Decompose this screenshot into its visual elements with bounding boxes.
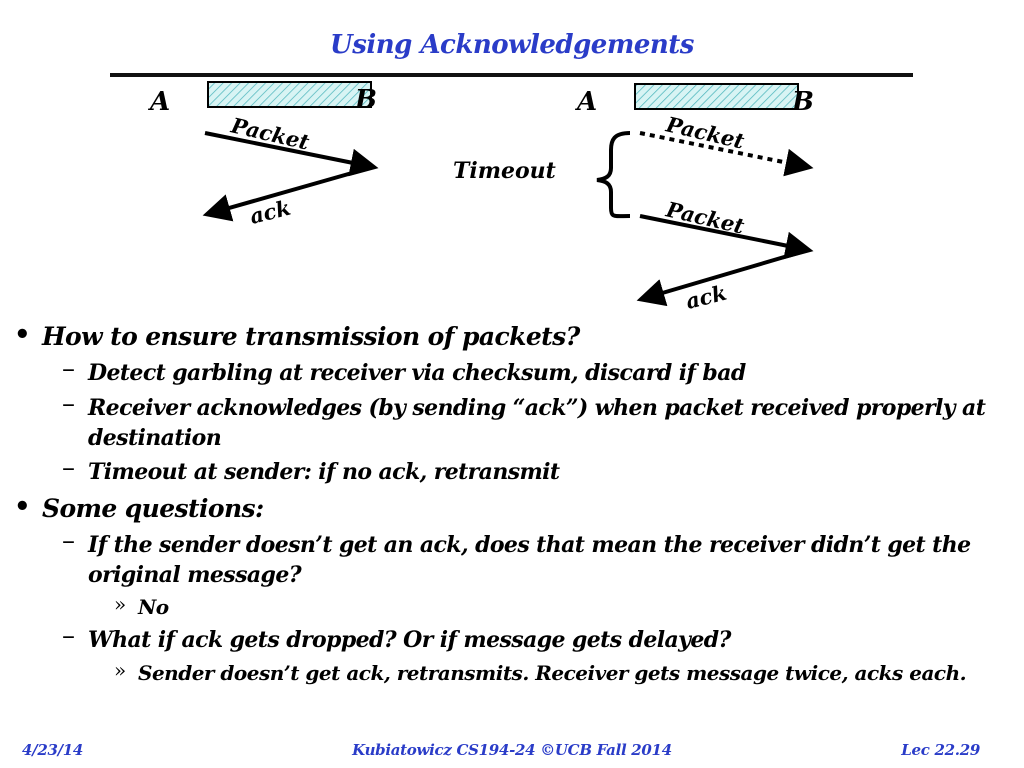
bullet-text: How to ensure transmission of packets? (42, 322, 580, 351)
bullet-text: Some questions: (42, 494, 264, 523)
left-channel-box (207, 81, 372, 108)
left-packet-label: Packet (228, 112, 312, 154)
sub-bullet-item: – Receiver acknowledges (by sending “ack… (62, 389, 998, 453)
bullet-dot-icon: • (14, 320, 31, 350)
timeout-label: Timeout (453, 158, 556, 184)
sub-bullet-item: – Detect garbling at receiver via checks… (62, 354, 998, 388)
bullet-item: • Some questions: (14, 492, 264, 523)
left-ack-arrow (202, 165, 374, 222)
slide-title: Using Acknowledgements (330, 30, 694, 60)
bullet-item: • How to ensure transmission of packets? (14, 320, 580, 351)
sub-bullet-text: Receiver acknowledges (by sending “ack”)… (88, 395, 986, 451)
footer-course: Kubiatowicz CS194-24 ©UCB Fall 2014 (352, 741, 672, 759)
dash-icon: – (62, 453, 75, 483)
right-ack-arrow (636, 248, 809, 307)
dash-icon: – (62, 526, 75, 556)
left-label-b: B (354, 85, 377, 115)
sub-bullet-text: Timeout at sender: if no ack, retransmit (88, 459, 560, 485)
footer-date: 4/23/14 (22, 741, 84, 759)
left-packet-arrow (204, 131, 379, 177)
dash-icon: – (62, 621, 75, 651)
timeout-brace (596, 131, 631, 219)
right-label-b: B (791, 87, 814, 117)
sub-bullet-text: If the sender doesn’t get an ack, does t… (88, 532, 971, 588)
right-channel-box (634, 83, 799, 110)
right-label-a: A (574, 87, 597, 117)
sub-bullet-text: Detect garbling at receiver via checksum… (88, 360, 746, 386)
sub-sub-bullet-item: » Sender doesn’t get ack, retransmits. R… (114, 658, 967, 685)
dash-icon: – (62, 354, 75, 384)
right-lost-packet-arrow (639, 131, 814, 177)
ack-diagram: A B Packet ack Timeout A B Packet Packet… (147, 81, 814, 314)
sub-bullet-item: – If the sender doesn’t get an ack, does… (62, 526, 998, 590)
dash-icon: – (62, 389, 75, 419)
chevron-icon: » (114, 658, 126, 682)
right-packet-arrow (639, 214, 814, 260)
chevron-icon: » (114, 592, 126, 616)
footer-lecture: Lec 22.29 (901, 741, 980, 759)
right-packet-label-2: Packet (663, 196, 747, 238)
sub-sub-bullet-text: Sender doesn’t get ack, retransmits. Rec… (138, 661, 967, 685)
sub-sub-bullet-item: » No (114, 592, 169, 619)
bullet-dot-icon: • (14, 492, 31, 522)
sub-bullet-text: What if ack gets dropped? Or if message … (88, 627, 731, 653)
sub-bullet-item: – Timeout at sender: if no ack, retransm… (62, 453, 998, 487)
right-packet-label-1: Packet (663, 111, 747, 153)
left-label-a: A (147, 87, 170, 117)
sub-bullet-item: – What if ack gets dropped? Or if messag… (62, 621, 998, 655)
sub-sub-bullet-text: No (138, 595, 169, 619)
title-rule (110, 73, 913, 77)
